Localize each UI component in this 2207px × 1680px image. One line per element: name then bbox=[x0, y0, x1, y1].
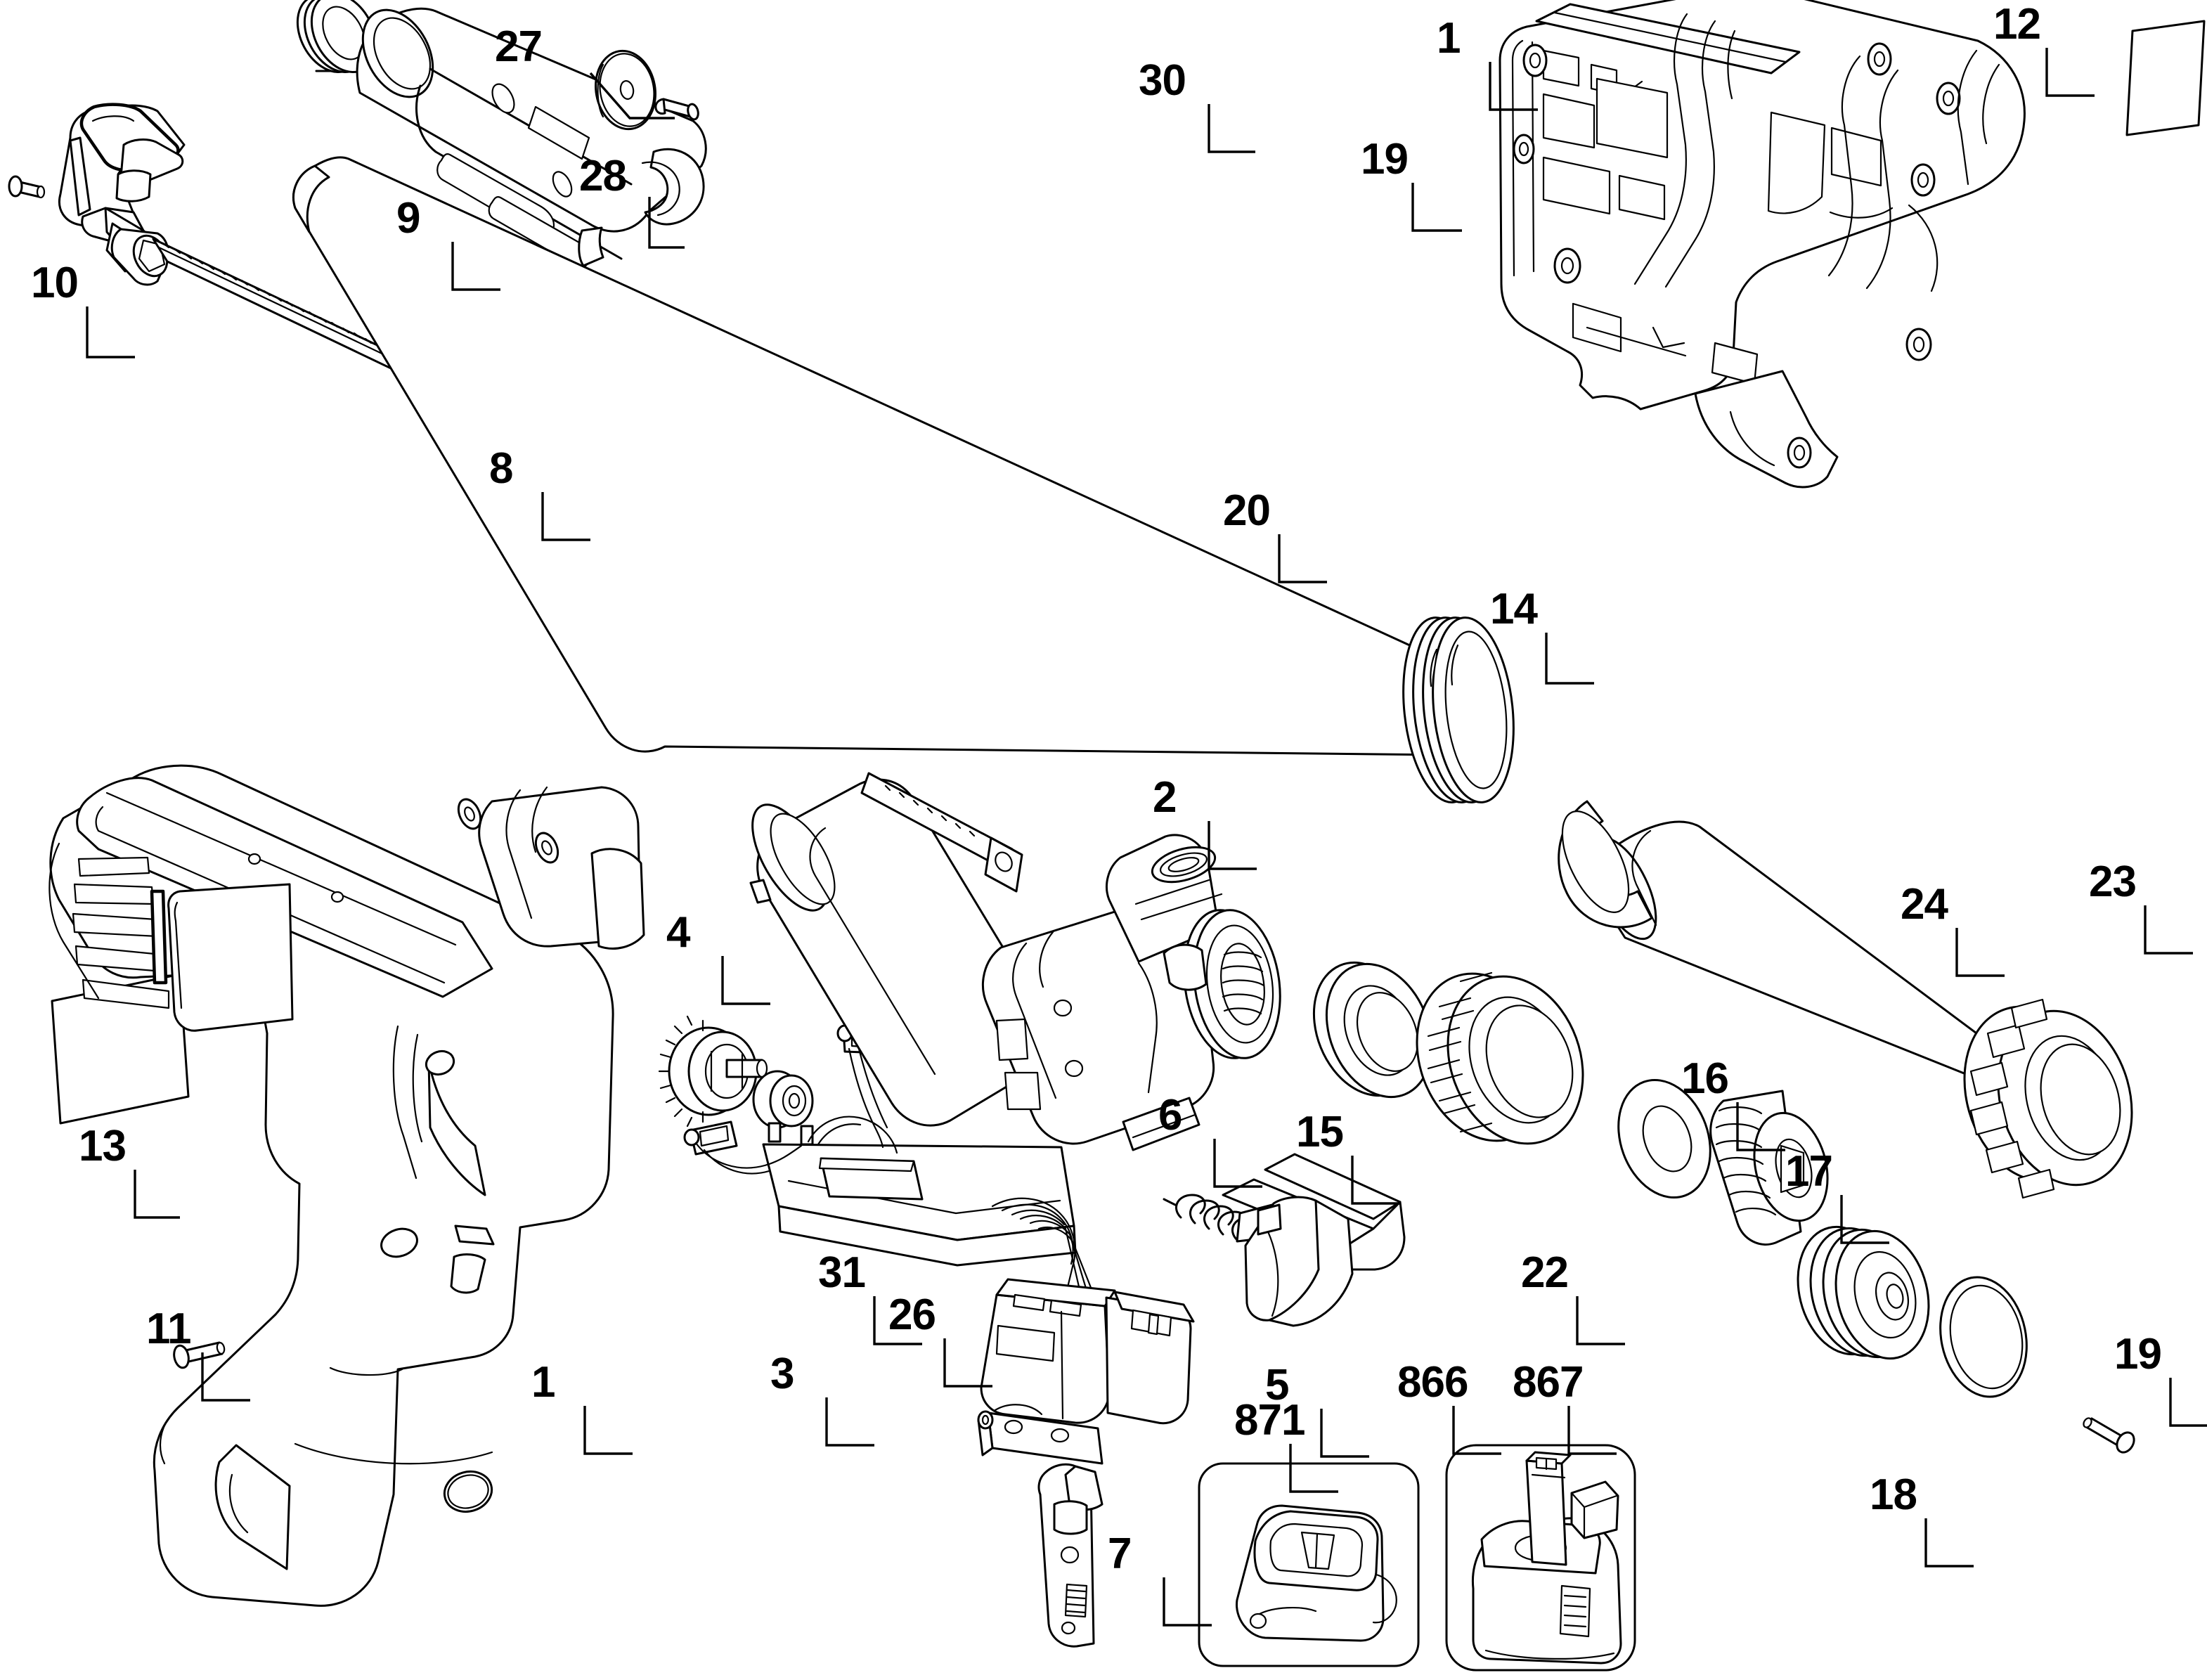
leader-8 bbox=[541, 492, 590, 541]
leader-14 bbox=[1545, 633, 1594, 685]
callout-2-gearbox-housing: 2 bbox=[1153, 773, 1177, 822]
threaded-plug-part-17 bbox=[1709, 1090, 1829, 1246]
leader-6 bbox=[1213, 1139, 1262, 1188]
leader-30 bbox=[1208, 104, 1255, 153]
callout-1-housing-screw-set: 1 bbox=[1437, 14, 1461, 63]
callout-14-cartridge-barrel: 14 bbox=[1490, 585, 1538, 633]
callout-19-screw: 19 bbox=[1361, 135, 1409, 183]
leader-24 bbox=[1955, 928, 2005, 977]
callout-28-carriage-half-shell: 28 bbox=[579, 152, 627, 200]
callout-10-hook-pin: 10 bbox=[31, 259, 79, 307]
callout-27-retaining-ring: 27 bbox=[495, 22, 543, 71]
nozzle-retainer-ring-part-23 bbox=[1963, 998, 2133, 1199]
leader-lines bbox=[86, 48, 2207, 1627]
switch-lever-part-7 bbox=[1037, 1463, 1104, 1648]
callout-15-seal-ring: 15 bbox=[1296, 1108, 1344, 1156]
nameplate-label-part-12 bbox=[2125, 20, 2206, 136]
leader-12 bbox=[2045, 48, 2095, 97]
callout-4-speed-dial-knob: 4 bbox=[666, 908, 690, 957]
left-housing-half-part-1 bbox=[1499, 0, 2026, 489]
leader-9 bbox=[451, 242, 500, 291]
leader-26 bbox=[943, 1338, 992, 1388]
plunger-disc-part-30 bbox=[595, 49, 656, 131]
callout-6-compression-spring: 6 bbox=[1158, 1091, 1182, 1139]
leader-1 bbox=[1489, 62, 1538, 111]
callout-7-switch-lever: 7 bbox=[1108, 1530, 1132, 1578]
callout-1-right-housing-half: 1 bbox=[531, 1358, 555, 1407]
leader-20 bbox=[1278, 534, 1327, 583]
callout-871-battery-charger: 871 bbox=[1234, 1396, 1305, 1445]
leader-28 bbox=[648, 197, 685, 249]
leader-11 bbox=[201, 1352, 250, 1402]
electronics-assembly-part-3 bbox=[683, 1024, 1101, 1310]
leader-18 bbox=[1924, 1518, 1974, 1568]
callout-22-barrel-collar-nut: 22 bbox=[1521, 1248, 1569, 1297]
callout-5-release-lever: 5 bbox=[1265, 1361, 1289, 1409]
seal-ring-part-15 bbox=[1312, 961, 1433, 1099]
callout-24-nozzle-cone: 24 bbox=[1901, 880, 1948, 929]
barrel-collar-nut-part-22 bbox=[1416, 971, 1584, 1145]
leader-7 bbox=[1163, 1577, 1212, 1627]
trigger-switch-part-26 bbox=[977, 1278, 1195, 1465]
hanger-hook-part-9 bbox=[58, 103, 186, 286]
leader-10 bbox=[86, 306, 135, 358]
leader-17 bbox=[1840, 1195, 1889, 1244]
leader-23 bbox=[2144, 905, 2193, 955]
retaining-ring-part-27 bbox=[296, 0, 377, 74]
leader-866 bbox=[1452, 1406, 1501, 1455]
warning-label-part-13 bbox=[51, 973, 190, 1125]
callout-13-warning-label: 13 bbox=[79, 1122, 127, 1170]
leader-867 bbox=[1567, 1406, 1617, 1455]
screw-part-19-top bbox=[654, 98, 699, 121]
callout-17-threaded-plug: 17 bbox=[1785, 1147, 1833, 1196]
callout-16-flat-washer: 16 bbox=[1681, 1054, 1729, 1103]
cartridge-barrel-part-14 bbox=[292, 156, 1515, 803]
battery-terminal-cap-part-867 bbox=[1570, 1480, 1619, 1539]
gearbox-assembly-part-2 bbox=[749, 772, 1281, 1151]
leader-19 bbox=[2169, 1378, 2207, 1427]
release-lever-part-5 bbox=[1222, 1153, 1406, 1327]
screw-part-19-bottom bbox=[2083, 1417, 2135, 1454]
callout-30-plunger-disc: 30 bbox=[1139, 56, 1186, 105]
leader-2 bbox=[1208, 821, 1257, 870]
leader-31 bbox=[873, 1296, 922, 1345]
battery-charger-part-871 bbox=[1198, 1462, 1420, 1667]
leader-1 bbox=[583, 1406, 633, 1455]
speed-dial-knob-part-4 bbox=[658, 1015, 768, 1127]
leader-27 bbox=[589, 72, 675, 119]
callout-31-control-board: 31 bbox=[818, 1248, 866, 1297]
callout-8-toothed-drive-rack: 8 bbox=[489, 444, 513, 493]
callout-18-piston-seal-set: 18 bbox=[1870, 1471, 1917, 1519]
callout-3-electronics-assembly: 3 bbox=[770, 1350, 794, 1398]
callout-867-battery-terminal-cap: 867 bbox=[1513, 1358, 1584, 1407]
battery-pack-part-866 bbox=[1446, 1445, 1636, 1672]
leader-4 bbox=[721, 956, 770, 1005]
carriage-half-shell-part-28 bbox=[356, 7, 707, 269]
callout-19-screw: 19 bbox=[2114, 1330, 2162, 1378]
right-housing-half-part-1 bbox=[48, 764, 645, 1607]
hook-pin-part-10 bbox=[8, 175, 46, 199]
leader-871 bbox=[1289, 1444, 1338, 1493]
callout-26-trigger-switch: 26 bbox=[888, 1291, 936, 1339]
callout-9-hanger-hook: 9 bbox=[396, 194, 420, 243]
callout-23-nozzle-retainer-ring: 23 bbox=[2089, 858, 2137, 906]
leader-19 bbox=[1411, 183, 1462, 232]
leader-5 bbox=[1320, 1409, 1369, 1458]
callout-20-carriage-latch-tab: 20 bbox=[1223, 486, 1271, 535]
flat-washer-part-16 bbox=[1617, 1078, 1711, 1199]
leader-22 bbox=[1576, 1296, 1625, 1345]
callout-12-nameplate-label: 12 bbox=[1993, 0, 2041, 49]
callout-11-handle-screw: 11 bbox=[146, 1305, 192, 1353]
leader-13 bbox=[134, 1170, 180, 1219]
piston-seal-set-part-18 bbox=[1797, 1225, 2028, 1398]
leader-3 bbox=[825, 1397, 874, 1447]
leader-15 bbox=[1351, 1156, 1400, 1205]
leader-16 bbox=[1736, 1102, 1785, 1151]
callout-866-battery-pack: 866 bbox=[1397, 1358, 1468, 1407]
